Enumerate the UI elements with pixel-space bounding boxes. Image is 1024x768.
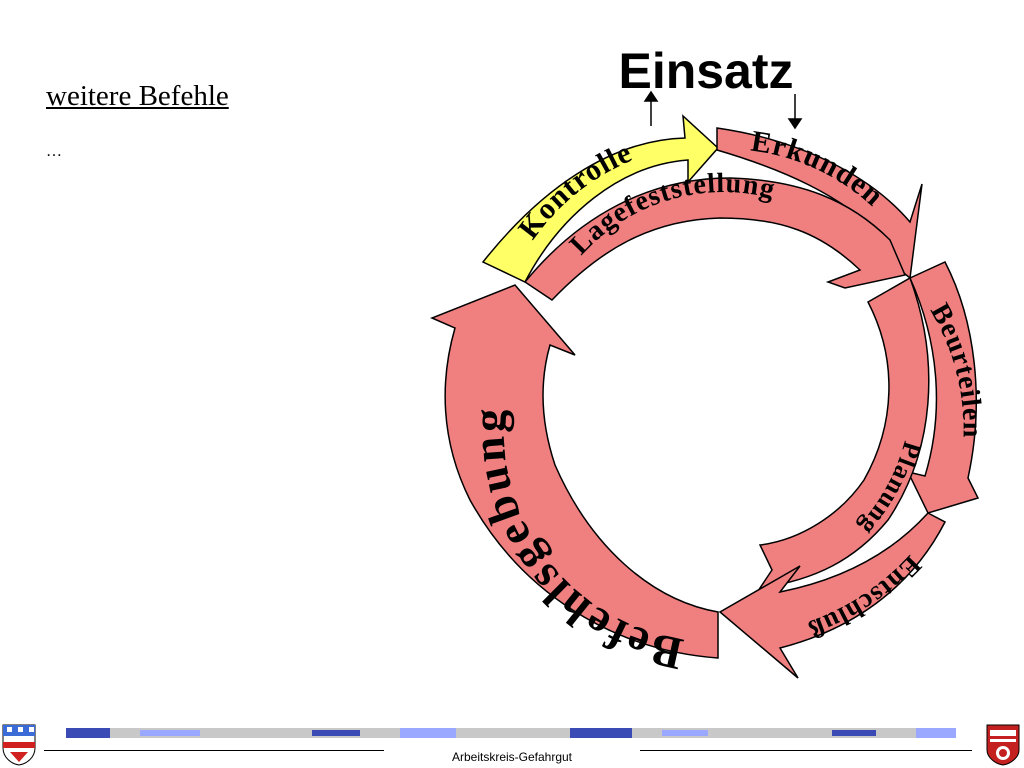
title-arrows [643,90,803,130]
footer-text: Arbeitskreis-Gefahrgut [451,750,573,764]
fire-brigade-crest-logo [986,724,1020,766]
entschluss-arrow [718,512,947,679]
befehlsgebung-arrow [430,284,719,659]
slide-heading: weitere Befehle [46,80,229,112]
bavaria-crest-logo [2,724,36,766]
diagram-title: Einsatz [618,43,793,99]
footer-stripe [66,728,956,738]
lagefeststellung-arrow [523,177,907,301]
footer-rule-right [640,750,972,751]
footer-rule-left [44,750,384,751]
slide-body-text: … [46,143,62,160]
beurteilen-arrow [906,261,980,514]
command-cycle-diagram: Einsatz Kontrolle Erkunden Lagefeststell… [430,43,987,680]
